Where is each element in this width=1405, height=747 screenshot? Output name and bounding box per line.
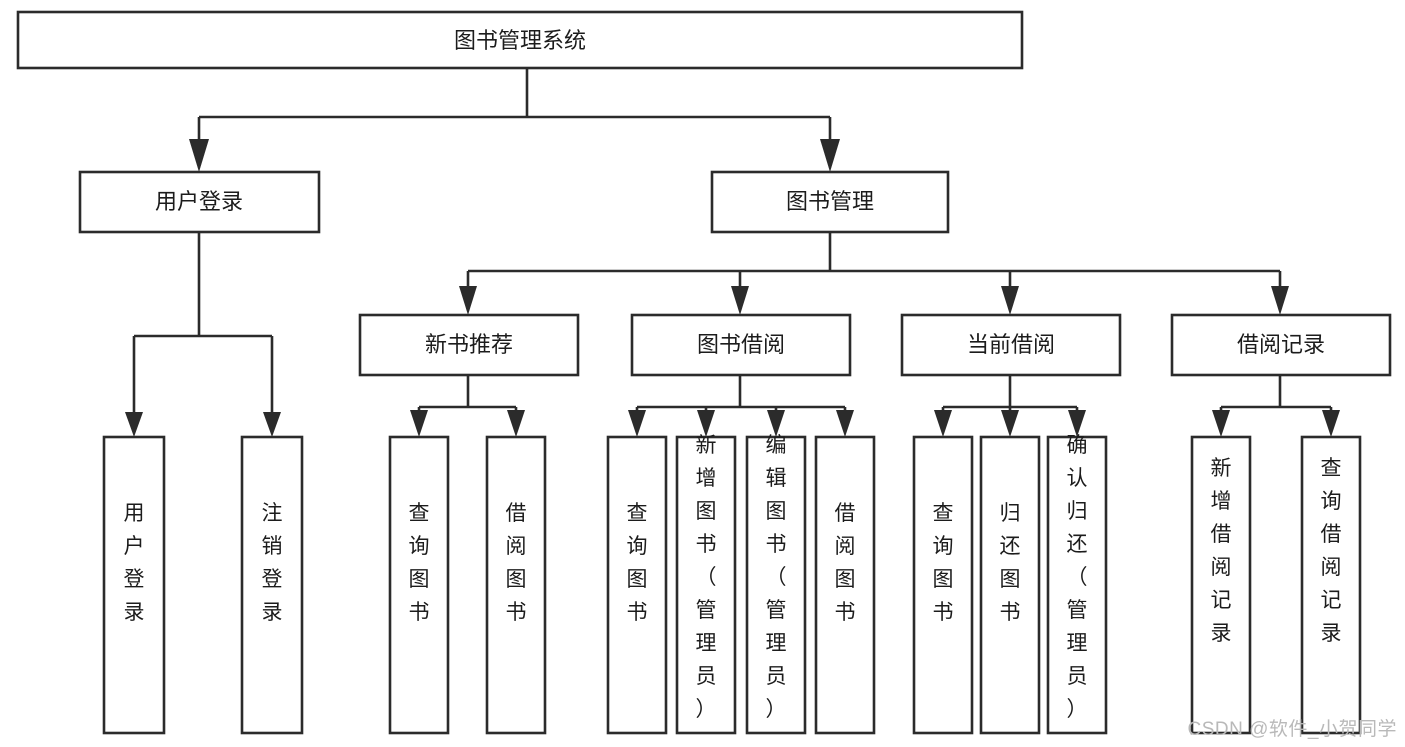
node-book-borrow-box[interactable] xyxy=(630,313,852,377)
leaf-add-record[interactable] xyxy=(1190,435,1252,735)
leaf-edit-book-box[interactable] xyxy=(745,435,807,735)
leaf-query-record-label: 查询借阅记录 xyxy=(1321,457,1342,645)
leaf-query-book-3-box[interactable] xyxy=(912,435,974,735)
leaf-query-book-2-label: 查询图书 xyxy=(627,502,648,624)
leaf-confirm-return[interactable] xyxy=(1046,435,1108,735)
leaf-user-logout-box[interactable] xyxy=(240,435,304,735)
arrow-bm-to-newbook xyxy=(459,286,477,315)
leaf-borrow-book-1[interactable] xyxy=(485,435,547,735)
leaf-user-logout-label: 注销登录 xyxy=(262,502,283,624)
leaf-return-book[interactable] xyxy=(979,435,1041,735)
arrow-nb-leaf2 xyxy=(507,410,525,437)
node-book-manage-box[interactable] xyxy=(710,170,950,234)
node-borrow-record[interactable]: 借阅记录 xyxy=(1170,313,1392,377)
leaf-user-login-box[interactable] xyxy=(102,435,166,735)
leaf-query-book-3-label: 查询图书 xyxy=(933,502,954,624)
leaf-label-layer: 用户登录 注销登录 查询图书 借阅图书 查询图书 新增图书（管理员） 编辑图书（… xyxy=(124,434,1342,721)
node-root-label: 图书管理系统 xyxy=(454,28,586,53)
node-current-borrow-box[interactable] xyxy=(900,313,1122,377)
leaf-query-book-1-label: 查询图书 xyxy=(409,502,430,624)
leaf-query-book-3[interactable] xyxy=(912,435,974,735)
node-user-login-box[interactable] xyxy=(78,170,321,234)
csdn-watermark: CSDN @软件_小贺同学 xyxy=(1187,719,1397,740)
node-new-book-recommend-box[interactable] xyxy=(358,313,580,377)
leaf-borrow-book-1-label: 借阅图书 xyxy=(506,502,527,624)
arrow-bb-leaf1 xyxy=(628,410,646,437)
leaf-query-book-2[interactable] xyxy=(606,435,668,735)
node-book-borrow-label: 图书借阅 xyxy=(697,332,785,357)
node-book-borrow[interactable]: 图书借阅 xyxy=(630,313,852,377)
leaf-user-login-label: 用户登录 xyxy=(124,502,145,624)
node-borrow-record-label: 借阅记录 xyxy=(1237,332,1325,357)
node-borrow-record-box[interactable] xyxy=(1170,313,1392,377)
leaf-add-book[interactable] xyxy=(675,435,737,735)
node-root-box[interactable] xyxy=(16,10,1024,70)
leaf-confirm-return-label: 确认归还（管理员） xyxy=(1067,434,1088,721)
arrow-root-to-book-manage xyxy=(820,139,840,172)
leaf-confirm-return-box[interactable] xyxy=(1046,435,1108,735)
node-user-login[interactable]: 用户登录 xyxy=(78,170,321,234)
leaf-borrow-book-2-label: 借阅图书 xyxy=(835,502,856,624)
node-book-manage-label: 图书管理 xyxy=(786,189,874,214)
node-current-borrow-label: 当前借阅 xyxy=(967,332,1055,357)
node-new-book-recommend[interactable]: 新书推荐 xyxy=(358,313,580,377)
node-user-login-label: 用户登录 xyxy=(155,189,243,214)
leaf-query-book-1-box[interactable] xyxy=(388,435,450,735)
leaf-add-book-label: 新增图书（管理员） xyxy=(696,434,717,721)
arrow-bm-to-currentborrow xyxy=(1001,286,1019,315)
arrow-br-leaf1 xyxy=(1212,410,1230,437)
arrow-bm-to-bookborrow xyxy=(731,286,749,315)
arrow-root-to-user-login xyxy=(189,139,209,172)
arrow-cb-leaf2 xyxy=(1001,410,1019,437)
leaf-query-record[interactable] xyxy=(1300,435,1362,735)
leaf-add-record-label: 新增借阅记录 xyxy=(1211,457,1232,645)
arrow-nb-leaf1 xyxy=(410,410,428,437)
leaf-add-record-box[interactable] xyxy=(1190,435,1252,735)
arrow-br-leaf2 xyxy=(1322,410,1340,437)
connector-layer xyxy=(125,68,1340,437)
arrow-cb-leaf3 xyxy=(1068,410,1086,437)
leaf-user-login[interactable] xyxy=(102,435,166,735)
node-root[interactable]: 图书管理系统 xyxy=(16,10,1024,70)
leaf-user-logout[interactable] xyxy=(240,435,304,735)
arrow-ul-leaf1 xyxy=(125,412,143,437)
leaf-query-record-box[interactable] xyxy=(1300,435,1362,735)
leaf-borrow-book-2[interactable] xyxy=(814,435,876,735)
arrow-bm-to-borrowrecord xyxy=(1271,286,1289,315)
arrow-bb-leaf2 xyxy=(697,410,715,437)
arrow-bb-leaf3 xyxy=(767,410,785,437)
node-new-book-recommend-label: 新书推荐 xyxy=(425,332,513,357)
leaf-borrow-book-1-box[interactable] xyxy=(485,435,547,735)
node-book-manage[interactable]: 图书管理 xyxy=(710,170,950,234)
leaf-edit-book[interactable] xyxy=(745,435,807,735)
arrow-bb-leaf4 xyxy=(836,410,854,437)
node-current-borrow[interactable]: 当前借阅 xyxy=(900,313,1122,377)
arrow-cb-leaf1 xyxy=(934,410,952,437)
leaf-query-book-2-box[interactable] xyxy=(606,435,668,735)
leaf-add-book-box[interactable] xyxy=(675,435,737,735)
leaf-query-book-1[interactable] xyxy=(388,435,450,735)
node-layer: 图书管理系统 用户登录 图书管理 新书推荐 图书借阅 当前 xyxy=(16,10,1392,735)
arrow-ul-leaf2 xyxy=(263,412,281,437)
leaf-return-book-label: 归还图书 xyxy=(1000,502,1021,624)
leaf-edit-book-label: 编辑图书（管理员） xyxy=(766,434,787,721)
leaf-borrow-book-2-box[interactable] xyxy=(814,435,876,735)
leaf-return-book-box[interactable] xyxy=(979,435,1041,735)
